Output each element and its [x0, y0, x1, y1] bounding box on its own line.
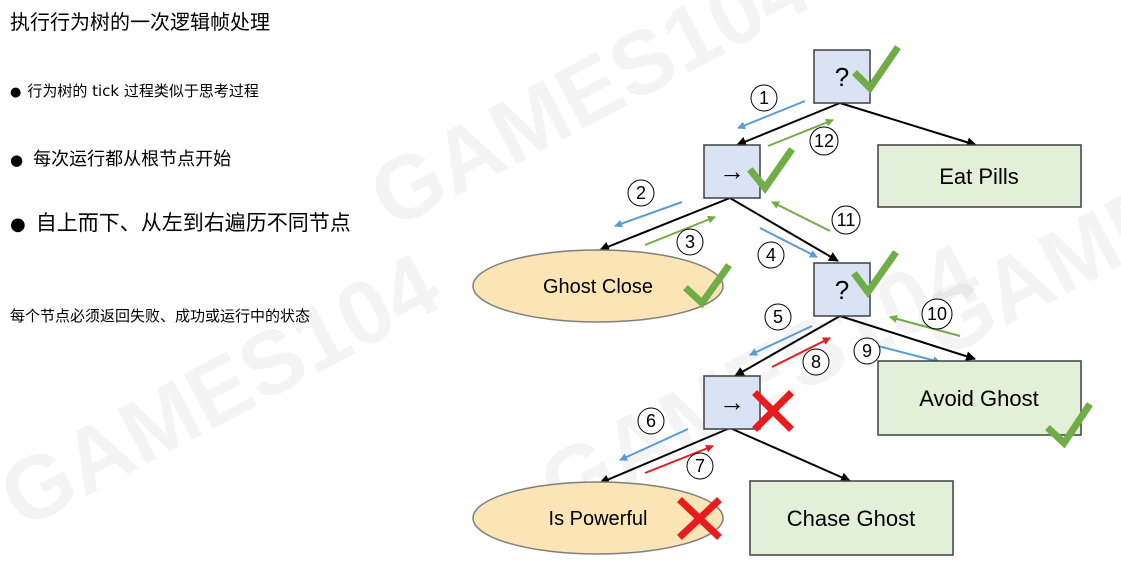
- svg-text:6: 6: [646, 411, 656, 431]
- ghost-close-label: Ghost Close: [543, 276, 653, 298]
- step-label-5: 5: [764, 303, 792, 331]
- svg-text:3: 3: [685, 232, 695, 252]
- edge-sel2-avoid-ghost: [839, 315, 976, 362]
- edge-root-seq1: [736, 102, 841, 147]
- step-label-9: 9: [853, 337, 881, 365]
- sequence-symbol: →: [719, 156, 745, 186]
- sequence-symbol: →: [719, 387, 745, 417]
- check-icon: [683, 263, 732, 309]
- tree-edges: [599, 102, 977, 485]
- traversal-arrow-10: [889, 314, 961, 337]
- edge-sel2-seq2: [734, 315, 841, 377]
- is-powerful-label: Is Powerful: [549, 508, 648, 530]
- step-label-6: 6: [637, 407, 665, 435]
- bullet-2-text: 每次运行都从根节点开始: [33, 149, 232, 170]
- step-labels: 1 12 2 3 4 11 5 8 9 10 6 7: [627, 84, 953, 480]
- bullet-3: ● 自上而下、从左到右遍历不同节点: [10, 207, 351, 237]
- traversal-arrow-6: [619, 428, 689, 461]
- status-note: 每个节点必须返回失败、成功或运行中的状态: [10, 307, 311, 325]
- svg-text:10: 10: [927, 304, 947, 324]
- svg-text:12: 12: [814, 131, 834, 151]
- step-label-3: 3: [676, 228, 704, 256]
- bullet-dot-icon: ●: [10, 214, 26, 235]
- traversal-arrow-9: [873, 344, 941, 365]
- node-sequence-1: →: [703, 144, 761, 199]
- node-ghost-close: Ghost Close: [472, 249, 724, 323]
- traversal-arrows: [614, 100, 961, 474]
- traversal-arrow-11: [771, 201, 831, 232]
- svg-text:5: 5: [773, 307, 783, 327]
- cross-icon: [677, 497, 722, 540]
- status-marks: [677, 45, 1093, 540]
- traversal-arrow-1: [737, 100, 806, 130]
- node-eat-pills: Eat Pills: [877, 144, 1082, 208]
- svg-text:7: 7: [695, 456, 705, 476]
- check-icon: [851, 250, 899, 298]
- bullet-1-text: 行为树的 tick 过程类似于思考过程: [27, 82, 259, 100]
- edge-root-eat-pills: [839, 102, 977, 148]
- edge-seq2-chase-ghost: [729, 427, 851, 482]
- node-selector-2: ?: [813, 262, 871, 317]
- traversal-arrow-8: [771, 337, 831, 368]
- bullet-dot-icon: ●: [10, 85, 22, 100]
- svg-text:8: 8: [811, 352, 821, 372]
- node-chase-ghost: Chase Ghost: [749, 480, 954, 556]
- svg-text:2: 2: [636, 183, 646, 203]
- traversal-arrow-12: [767, 118, 834, 147]
- step-label-1: 1: [750, 84, 778, 112]
- selector-symbol: ?: [835, 275, 849, 305]
- svg-text:9: 9: [862, 341, 872, 361]
- edge-seq1-ghost-close: [599, 197, 731, 252]
- traversal-arrow-2: [614, 201, 683, 228]
- step-label-10: 10: [921, 298, 953, 330]
- chase-ghost-label: Chase Ghost: [787, 506, 915, 531]
- node-avoid-ghost: Avoid Ghost: [877, 360, 1082, 436]
- node-sequence-2: →: [703, 375, 761, 430]
- traversal-arrow-7: [644, 444, 714, 474]
- edge-seq1-sel2: [729, 197, 839, 262]
- step-label-11: 11: [831, 205, 861, 235]
- node-is-powerful: Is Powerful: [472, 481, 724, 555]
- slide-title: 执行行为树的一次逻辑帧处理: [10, 10, 270, 34]
- bullet-dot-icon: ●: [10, 151, 24, 169]
- step-label-12: 12: [809, 126, 839, 156]
- check-icon: [1045, 402, 1093, 449]
- step-label-7: 7: [686, 452, 714, 480]
- svg-text:1: 1: [759, 88, 769, 108]
- step-label-8: 8: [802, 348, 830, 376]
- traversal-arrow-5: [749, 325, 813, 356]
- eat-pills-label: Eat Pills: [939, 164, 1018, 189]
- edge-seq2-is-powerful: [599, 427, 731, 485]
- traversal-arrow-4: [759, 227, 818, 258]
- avoid-ghost-label: Avoid Ghost: [919, 386, 1038, 411]
- svg-text:4: 4: [766, 245, 776, 265]
- bullet-1: ● 行为树的 tick 过程类似于思考过程: [10, 80, 259, 101]
- selector-symbol: ?: [835, 62, 849, 92]
- cross-icon: [752, 390, 794, 432]
- check-icon: [747, 147, 795, 194]
- bullet-2: ● 每次运行都从根节点开始: [10, 145, 231, 171]
- traversal-arrow-3: [644, 215, 716, 246]
- check-icon: [852, 45, 901, 94]
- svg-text:11: 11: [837, 210, 856, 230]
- step-label-2: 2: [627, 179, 655, 207]
- step-label-4: 4: [757, 241, 785, 269]
- bullet-3-text: 自上而下、从左到右遍历不同节点: [35, 211, 351, 235]
